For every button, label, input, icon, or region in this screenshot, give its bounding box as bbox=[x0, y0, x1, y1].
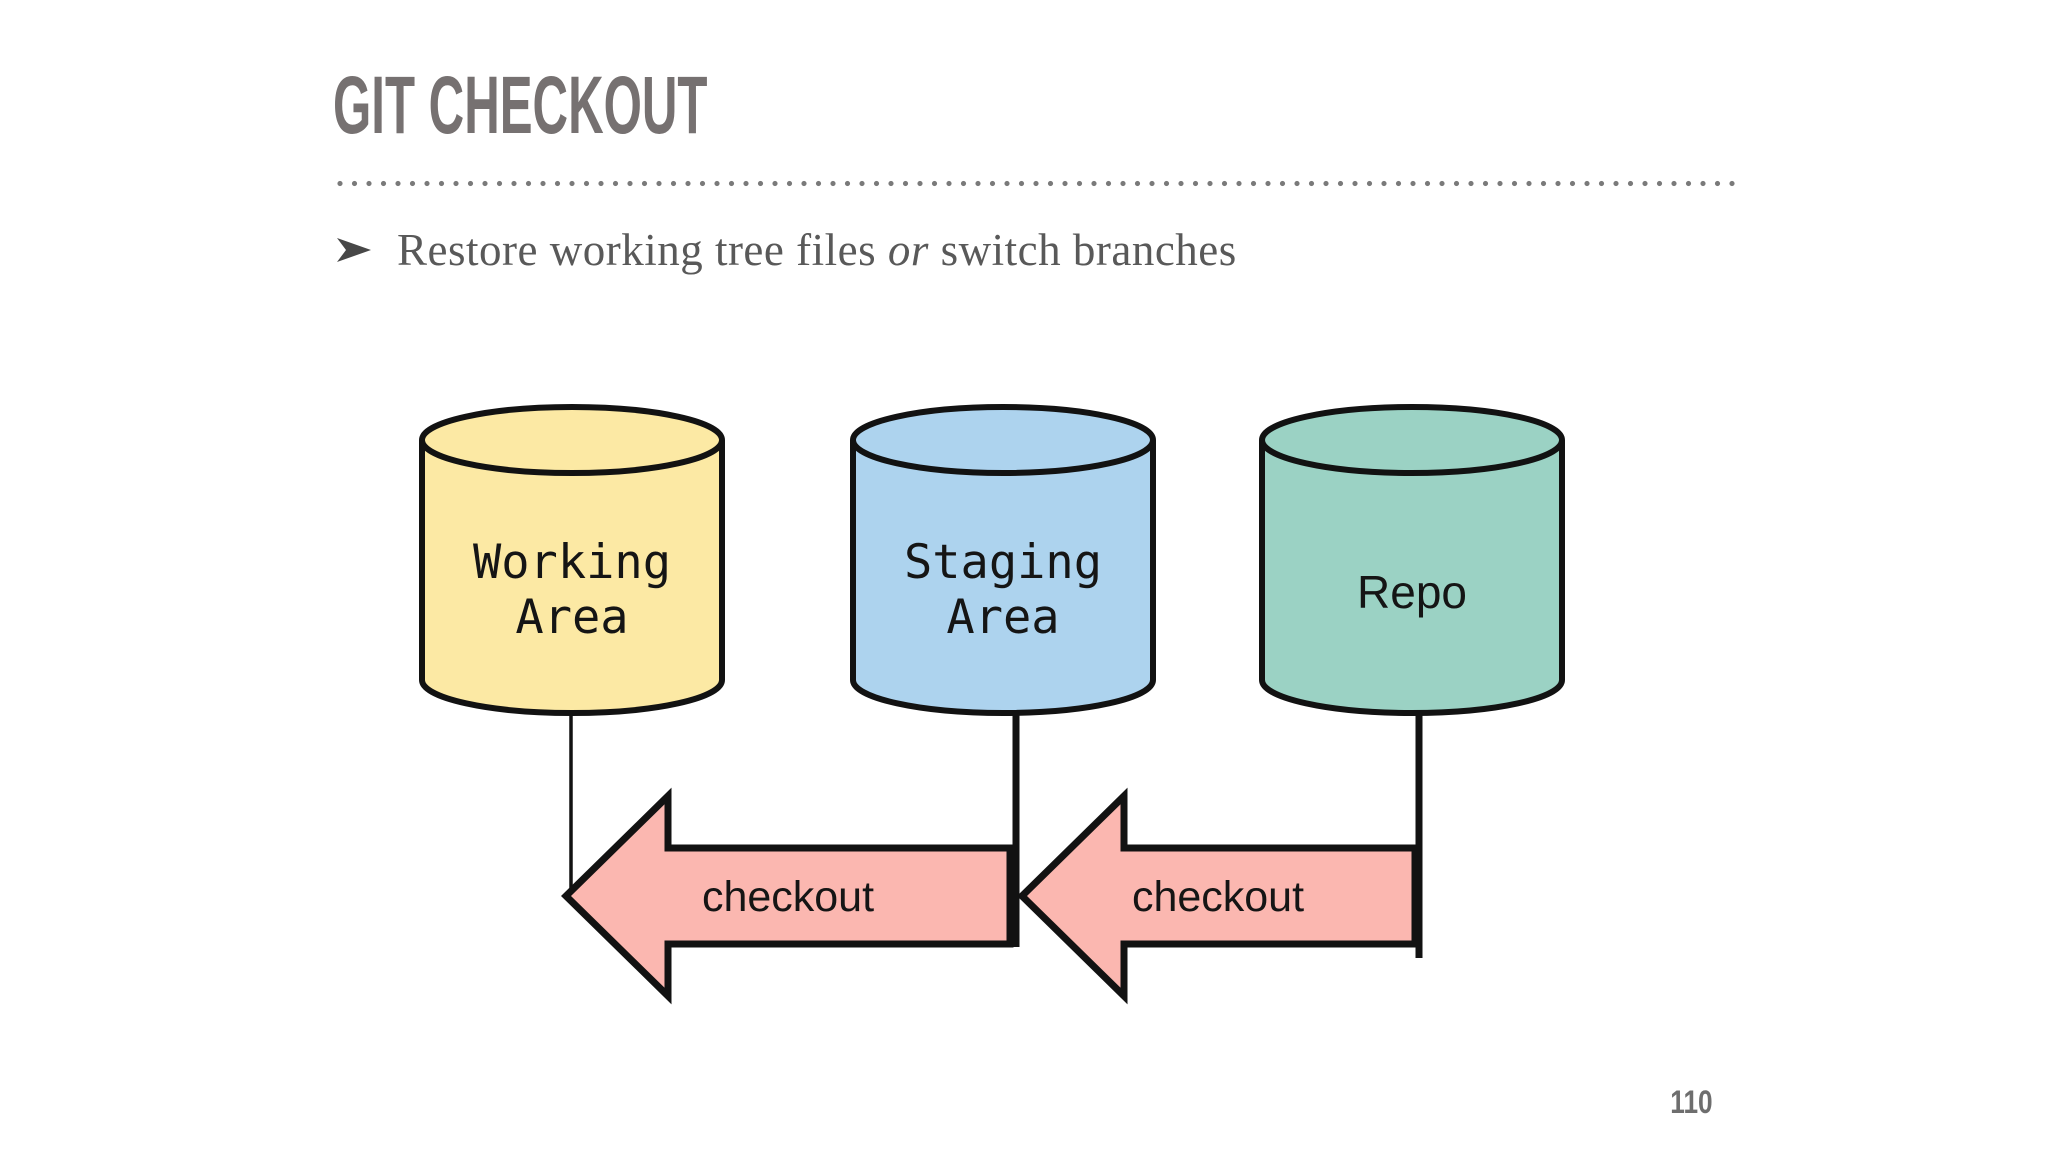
bullet-text-after: switch branches bbox=[928, 225, 1237, 275]
dotted-divider bbox=[333, 180, 1737, 187]
cylinder-label-line: Area bbox=[515, 590, 628, 645]
checkout-label: checkout bbox=[1132, 873, 1304, 921]
cylinder-label-line: Repo bbox=[1357, 566, 1467, 618]
checkout-label: checkout bbox=[702, 873, 874, 921]
page-title-text: GIT CHECKOUT bbox=[333, 60, 708, 151]
bullet-text-italic: or bbox=[887, 225, 929, 275]
checkout-arrow-staging-to-working: checkout bbox=[561, 787, 1014, 1005]
page-number-text: 110 bbox=[1670, 1084, 1713, 1120]
bullet-arrowhead-icon bbox=[337, 238, 371, 262]
page-title: GIT CHECKOUT bbox=[333, 62, 957, 166]
cylinder-label-line: Working bbox=[473, 535, 671, 590]
cylinder-label-line: Staging bbox=[904, 535, 1102, 590]
cylinder-staging-area: Staging Area bbox=[850, 404, 1156, 716]
bullet-text-before: Restore working tree files bbox=[397, 225, 888, 275]
bullet-item: Restore working tree files or switch bra… bbox=[337, 224, 1237, 276]
cylinder-repo: Repo bbox=[1259, 404, 1565, 716]
cylinder-working-area: Working Area bbox=[419, 404, 725, 716]
bullet-text: Restore working tree files or switch bra… bbox=[397, 224, 1237, 276]
checkout-arrow-repo-to-staging: checkout bbox=[1017, 787, 1419, 1005]
page-number: 110 bbox=[1661, 1086, 1713, 1125]
cylinder-label-line: Area bbox=[946, 590, 1059, 645]
